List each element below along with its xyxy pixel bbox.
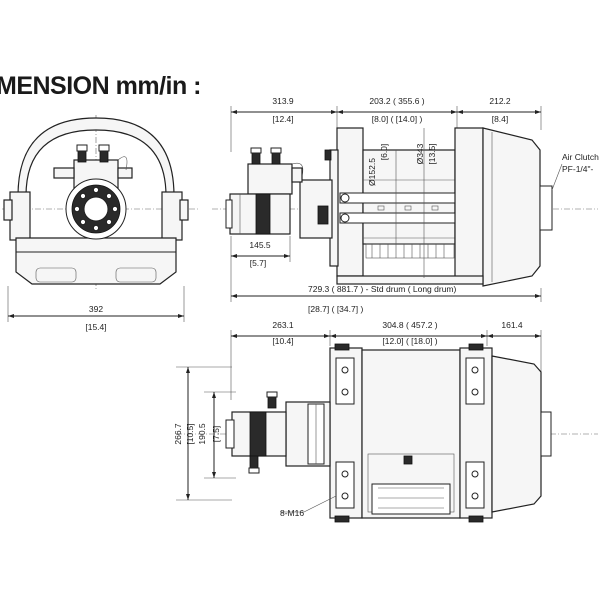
total-length-mm: 729.3 ( 881.7 ) - Std drum ( Long drum) [308,284,457,294]
side-dim-left-mm: 313.9 [272,96,294,106]
flange-diameter-in: [13.5] [427,143,437,164]
front-view [2,115,200,322]
side-dim-right-mm: 212.2 [489,96,511,106]
air-clutch-note: Air Clutch [562,152,599,162]
side-dim-mid-in: [8.0] ( [14.0] ) [372,114,423,124]
front-width-in: [15.4] [85,322,106,332]
side-dim-mid-mm: 203.2 ( 355.6 ) [369,96,424,106]
side-dim-right-in: [8.4] [492,114,509,124]
side-view [212,106,598,302]
total-length-in: [28.7] ( [34.7] ) [308,304,363,314]
height-inner-in: [7.5] [211,426,221,443]
top-dim-mid-in: [12.0] ( [18.0] ) [382,336,437,346]
dimension-title: MENSION mm/in : [0,72,202,100]
height-inner-mm: 190.5 [197,423,207,445]
height-outer-mm: 266.7 [173,423,183,445]
side-dim-left-in: [12.4] [272,114,293,124]
height-outer-in: [10.5] [185,423,195,444]
drum-diameter-mm: Ø152.5 [367,158,377,186]
motor-length-mm: 145.5 [249,240,271,250]
front-width-mm: 392 [89,304,103,314]
top-dim-mid-mm: 304.8 ( 457.2 ) [382,320,437,330]
motor-length-in: [5.7] [250,258,267,268]
top-dim-left-mm: 263.1 [272,320,294,330]
bolt-spec-label: 8-M16 [280,508,304,518]
air-clutch-port-note: PF-1/4"- [562,164,594,174]
top-dim-left-in: [10.4] [272,336,293,346]
top-dim-right-mm: 161.4 [501,320,523,330]
flange-diameter-mm: Ø343 [415,143,425,164]
drum-diameter-in: [6.0] [379,144,389,161]
top-view [176,330,598,523]
